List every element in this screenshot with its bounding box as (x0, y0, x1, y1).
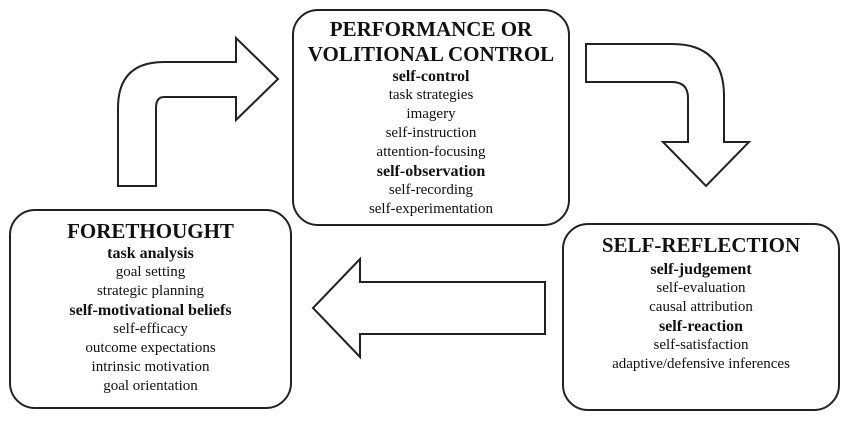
forethought-item: goal setting (115, 264, 186, 280)
forethought-item: self-motivational beliefs (69, 302, 232, 319)
performance-item: imagery (406, 106, 456, 122)
forethought-item: outcome expectations (85, 340, 216, 356)
reflection-item: self-satisfaction (653, 337, 749, 353)
arrow-forethought-to-performance-body (117, 35, 280, 187)
performance-item: self-instruction (385, 125, 477, 141)
self-reflection-phase-box: SELF-REFLECTION self-judgement self-eval… (562, 223, 840, 411)
performance-title-line2: VOLITIONAL CONTROL (307, 42, 555, 66)
forethought-item: task analysis (107, 245, 194, 262)
performance-item: task strategies (388, 87, 474, 103)
forethought-item: intrinsic motivation (91, 359, 210, 375)
performance-item: self-recording (388, 182, 474, 198)
reflection-item: self-reaction (658, 318, 744, 335)
reflection-item: self-evaluation (656, 280, 746, 296)
forethought-phase-box: FORETHOUGHT task analysis goal setting s… (9, 209, 292, 409)
reflection-item: adaptive/defensive inferences (612, 356, 790, 372)
reflection-title: SELF-REFLECTION (601, 233, 801, 257)
performance-item: self-experimentation (368, 201, 494, 217)
forethought-item: self-efficacy (113, 321, 188, 337)
performance-item: attention-focusing (376, 144, 486, 160)
arrow-reflection-to-forethought (311, 256, 546, 360)
performance-title-line1: PERFORMANCE OR (329, 17, 533, 41)
forethought-title: FORETHOUGHT (67, 219, 234, 243)
performance-phase-box: PERFORMANCE OR VOLITIONAL CONTROL self-c… (292, 9, 570, 226)
performance-item: self-observation (376, 163, 486, 180)
reflection-item: causal attribution (649, 299, 753, 315)
forethought-item: goal orientation (103, 378, 198, 394)
reflection-item: self-judgement (650, 261, 752, 278)
arrow-performance-to-reflection (585, 43, 752, 188)
forethought-item: strategic planning (96, 283, 205, 299)
performance-item: self-control (392, 68, 470, 85)
